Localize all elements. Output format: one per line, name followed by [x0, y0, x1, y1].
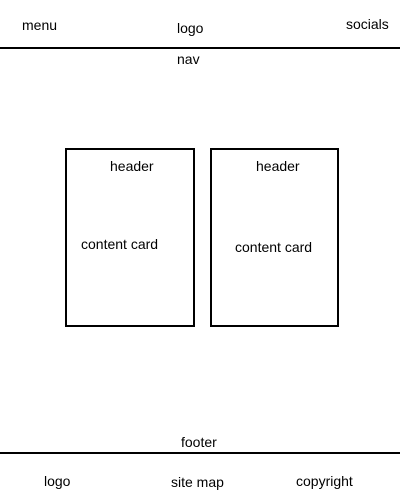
header-divider [0, 47, 400, 49]
card-content: content card [235, 239, 313, 255]
content-card-right: header content card [210, 148, 339, 327]
footer-logo-label[interactable]: logo [44, 473, 71, 489]
socials-label[interactable]: socials [346, 16, 389, 32]
card-header: header [256, 158, 300, 174]
nav-label: nav [177, 51, 200, 67]
logo-label[interactable]: logo [177, 20, 204, 36]
footer-copyright-label: copyright [296, 473, 353, 489]
menu-label[interactable]: menu [22, 17, 58, 33]
footer-divider [0, 452, 400, 454]
card-header: header [110, 158, 154, 174]
content-card-left: header content card [65, 148, 195, 327]
card-content: content card [81, 236, 159, 252]
footer-label: footer [181, 434, 217, 450]
footer-site-map-label[interactable]: site map [171, 474, 224, 490]
